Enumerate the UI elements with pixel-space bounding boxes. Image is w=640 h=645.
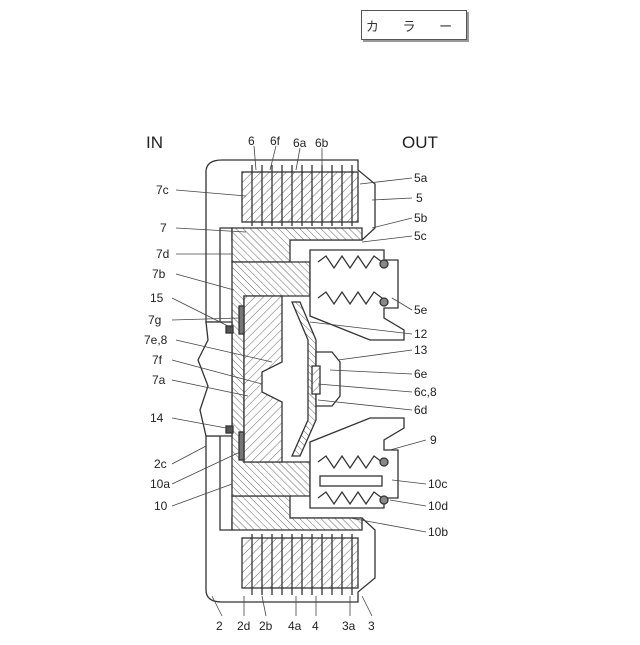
label-10b: 10b bbox=[428, 525, 448, 539]
label-7g: 7g bbox=[148, 313, 161, 327]
ring-10a bbox=[239, 432, 244, 460]
ring-7g bbox=[239, 306, 244, 334]
label-7e8: 7e,8 bbox=[144, 333, 168, 347]
label-7b: 7b bbox=[152, 267, 166, 281]
label-2b: 2b bbox=[259, 619, 273, 633]
clutch-hub bbox=[244, 296, 282, 462]
label-10c: 10c bbox=[428, 477, 447, 491]
label-7a: 7a bbox=[152, 373, 166, 387]
label-2c: 2c bbox=[154, 457, 167, 471]
label-4: 4 bbox=[312, 619, 319, 633]
label-10a: 10a bbox=[150, 477, 170, 491]
label-4a: 4a bbox=[288, 619, 302, 633]
label-5c: 5c bbox=[414, 229, 427, 243]
label-6b: 6b bbox=[315, 136, 329, 150]
label-15: 15 bbox=[150, 291, 164, 305]
spring-housing-upper bbox=[310, 250, 404, 340]
label-14: 14 bbox=[150, 411, 164, 425]
upper-plate-stack bbox=[242, 165, 358, 226]
seal-14 bbox=[226, 426, 233, 433]
label-6c8: 6c,8 bbox=[414, 385, 437, 399]
label-5b: 5b bbox=[414, 211, 428, 225]
input-shaft bbox=[198, 322, 232, 436]
label-10: 10 bbox=[154, 499, 168, 513]
drawing-body bbox=[198, 160, 404, 602]
label-3a: 3a bbox=[342, 619, 356, 633]
color-stamp: カ ラ ー bbox=[361, 10, 467, 40]
label-7c: 7c bbox=[156, 183, 169, 197]
label-5: 5 bbox=[416, 191, 423, 205]
label-6d: 6d bbox=[414, 403, 427, 417]
out-label: OUT bbox=[402, 133, 438, 152]
label-7f: 7f bbox=[152, 353, 163, 367]
label-13: 13 bbox=[414, 343, 428, 357]
label-2: 2 bbox=[216, 619, 223, 633]
in-label: IN bbox=[146, 133, 163, 152]
label-6a: 6a bbox=[293, 136, 307, 150]
label-10d: 10d bbox=[428, 499, 448, 513]
center-nut bbox=[312, 366, 320, 394]
label-6e: 6e bbox=[414, 367, 428, 381]
label-6: 6 bbox=[248, 134, 255, 148]
label-7: 7 bbox=[160, 221, 167, 235]
label-3: 3 bbox=[368, 619, 375, 633]
label-9: 9 bbox=[430, 433, 437, 447]
label-6f: 6f bbox=[270, 134, 281, 148]
label-12: 12 bbox=[414, 327, 428, 341]
label-7d: 7d bbox=[156, 247, 169, 261]
lower-plate-stack bbox=[242, 534, 358, 595]
label-5e: 5e bbox=[414, 303, 428, 317]
label-2d: 2d bbox=[237, 619, 250, 633]
label-5a: 5a bbox=[414, 171, 428, 185]
